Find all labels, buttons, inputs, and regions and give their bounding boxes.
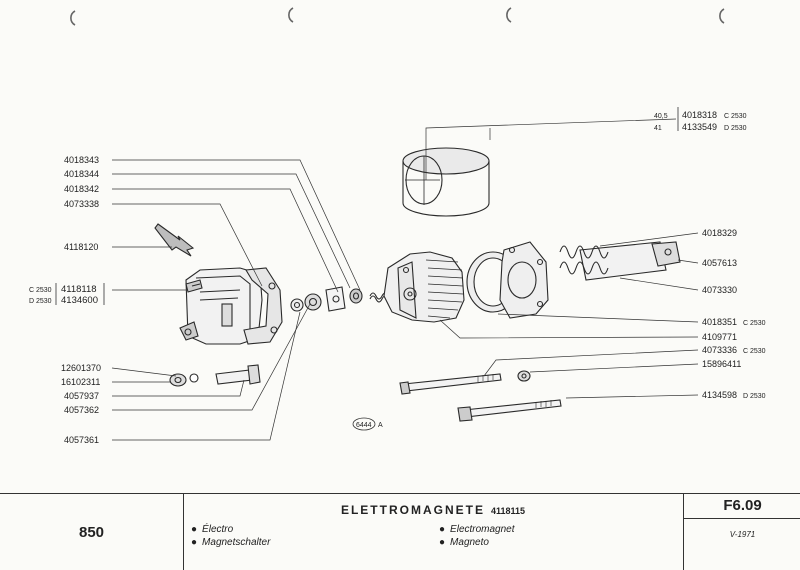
- english-name-text: Electromagnet: [450, 524, 515, 535]
- bracket-ticks: [55, 107, 679, 305]
- sheet-code-divider: [684, 518, 800, 519]
- long-bolts: [399, 370, 562, 422]
- exploded-view-drawing: 4018343 4018344 4018342 4073338 4118120 …: [29, 7, 766, 445]
- part-label-4018351: 4018351: [702, 317, 737, 327]
- revision-date: V-1971: [729, 530, 756, 539]
- variant-label-d2530: D 2530: [743, 393, 766, 400]
- part-label-12601370: 12601370: [61, 363, 101, 373]
- sheet-code-cell: F6.09 V-1971: [683, 494, 800, 570]
- sheet-code: F6.09: [723, 497, 762, 514]
- part-label-4018344: 4018344: [64, 169, 99, 179]
- french-name-text: Électro: [202, 524, 234, 535]
- part-label-4018329: 4018329: [702, 228, 737, 238]
- variant-label-c2530: C 2530: [743, 320, 766, 327]
- variant-label-d2530: D 2530: [29, 298, 52, 305]
- dimension-label-40-5: 40,5: [654, 113, 668, 120]
- variant-label-c2530: C 2530: [724, 113, 747, 120]
- variant-label-c2530: C 2530: [29, 287, 52, 294]
- part-label-4057613: 4057613: [702, 258, 737, 268]
- binder-hole-mark: [288, 7, 294, 23]
- title-block: 850 ELETTROMAGNETE 4118115 ● Électro ● Magn…: [0, 493, 800, 570]
- reference-stamp: 6444 A: [352, 417, 383, 431]
- dimension-label-41: 41: [654, 125, 662, 132]
- part-label-4018318: 4018318: [682, 110, 717, 120]
- plunger-spring-drawing: [559, 241, 681, 281]
- german-name: ● Magnetschalter: [191, 536, 270, 549]
- variant-label-c2530: C 2530: [743, 348, 766, 355]
- bullet-icon: ●: [439, 537, 446, 548]
- german-name-text: Magnetschalter: [202, 537, 271, 548]
- part-label-4134598: 4134598: [702, 390, 737, 400]
- part-title: ELETTROMAGNETE 4118115: [183, 503, 683, 517]
- french-name: ● Électro: [191, 523, 233, 536]
- part-label-16102311: 16102311: [61, 377, 100, 387]
- part-label-4133549: 4133549: [682, 122, 717, 132]
- bullet-icon: ●: [191, 537, 198, 548]
- model-number: 850: [0, 494, 184, 570]
- contact-cap-drawing: [402, 147, 490, 217]
- direction-arrow-icon: [154, 223, 195, 257]
- bullet-icon: ●: [439, 524, 446, 535]
- stamp-number: 6444: [356, 422, 372, 429]
- part-label-4073338: 4073338: [64, 199, 99, 209]
- coil-housing-drawing: [383, 251, 465, 323]
- part-label-4118118: 4118118: [61, 284, 97, 295]
- part-label-4018342: 4018342: [64, 184, 99, 194]
- part-label-15896411: 15896411: [702, 359, 741, 369]
- part-label-4057361: 4057361: [64, 435, 99, 445]
- small-nut-and-screw: [169, 364, 261, 387]
- part-label-4018343: 4018343: [64, 155, 99, 165]
- stamp-letter: A: [378, 422, 383, 429]
- part-label-4073330: 4073330: [702, 285, 737, 295]
- binder-hole-mark: [70, 10, 76, 26]
- spanish-name: ● Magneto: [439, 536, 489, 549]
- title-cell: ELETTROMAGNETE 4118115 ● Électro ● Magnetsc…: [183, 494, 683, 570]
- binder-hole-mark: [506, 7, 512, 23]
- binder-hole-mark: [719, 8, 725, 24]
- part-label-4134600: 4134600: [61, 295, 98, 306]
- spanish-name-text: Magneto: [450, 537, 489, 548]
- part-label-4118120: 4118120: [64, 242, 98, 252]
- part-title-code: 4118115: [490, 506, 526, 516]
- binder-holes: [70, 7, 725, 26]
- bullet-icon: ●: [191, 524, 198, 535]
- part-label-4057362: 4057362: [64, 405, 99, 415]
- solenoid-assembly-drawing: [179, 267, 283, 345]
- part-label-4073336: 4073336: [702, 345, 737, 355]
- part-title-text: ELETTROMAGNETE: [340, 503, 485, 517]
- english-name: ● Electromagnet: [439, 523, 515, 536]
- variant-label-d2530: D 2530: [724, 125, 747, 132]
- seal-ring-and-plate-drawing: [466, 241, 549, 319]
- part-label-4057937: 4057937: [64, 391, 99, 401]
- leader-lines: [111, 118, 699, 441]
- washer-nut-row: [290, 286, 363, 312]
- part-label-4109771: 4109771: [702, 332, 737, 342]
